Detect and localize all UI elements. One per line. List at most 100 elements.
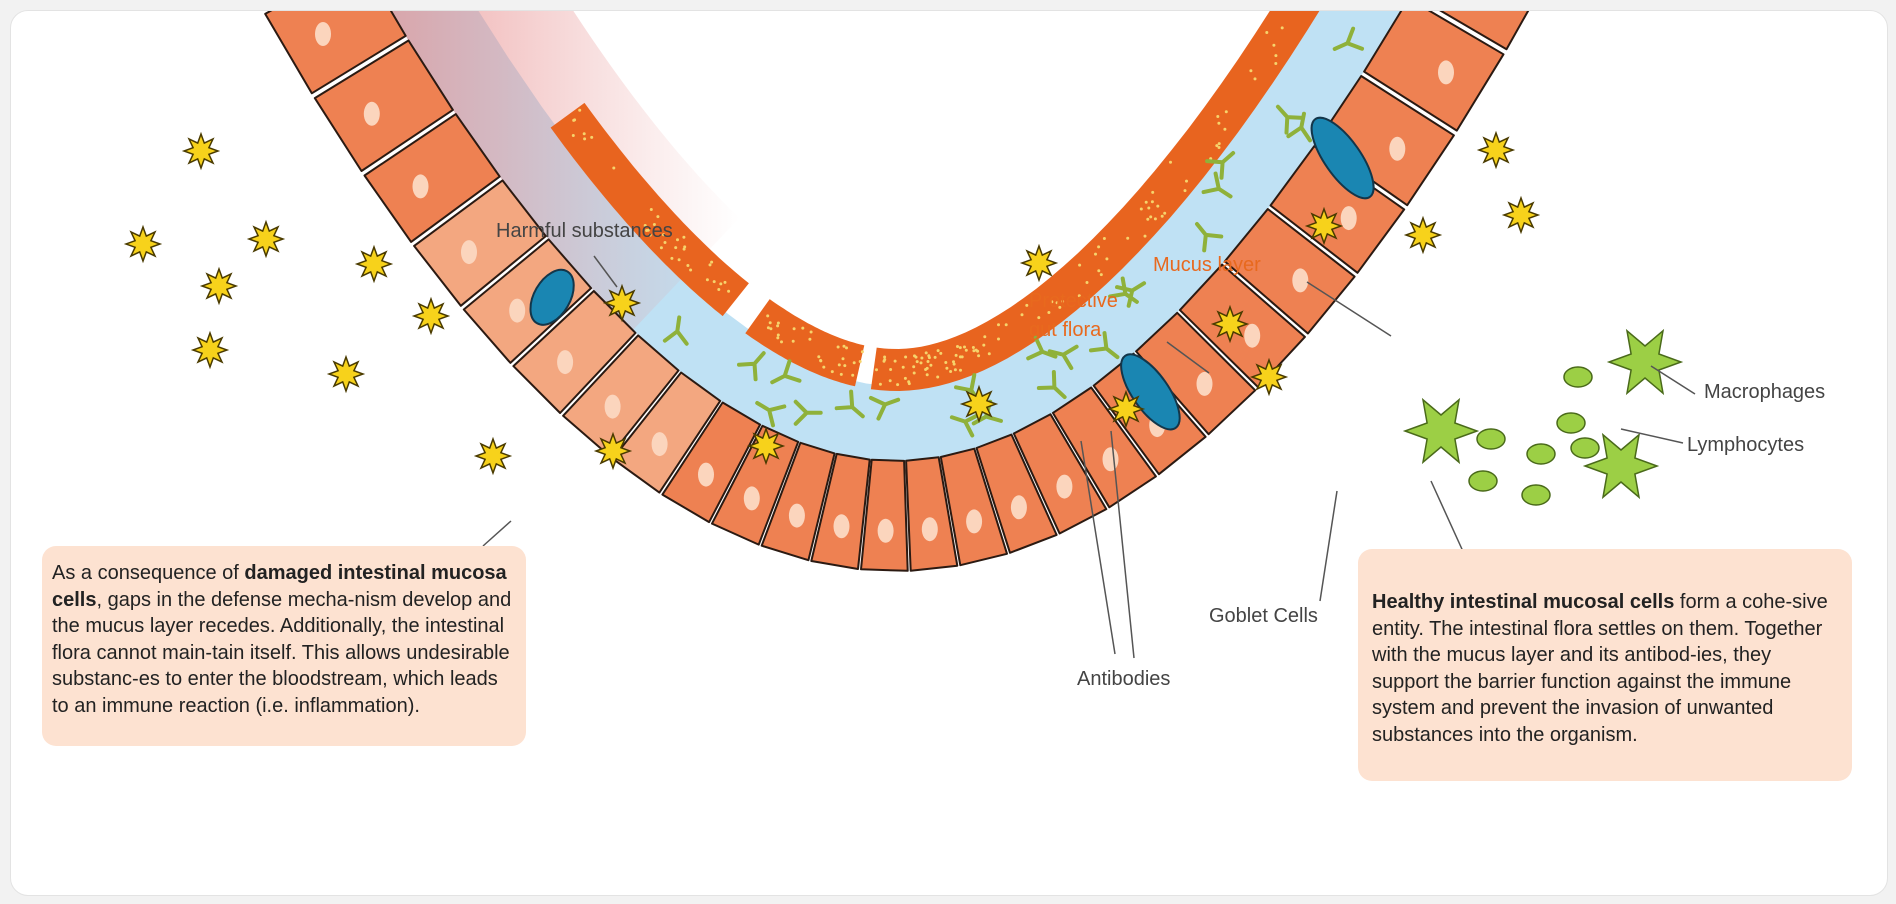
cell-nucleus xyxy=(1103,447,1119,471)
flora-dot xyxy=(954,368,957,371)
flora-dot xyxy=(1005,323,1008,326)
flora-dot xyxy=(590,136,593,139)
flora-dot xyxy=(1078,264,1081,267)
flora-dot xyxy=(956,345,959,348)
flora-dot xyxy=(1254,77,1257,80)
flora-dot xyxy=(719,282,722,285)
flora-dot xyxy=(780,340,783,343)
diagram-card: Harmful substances Mucus layer Protectiv… xyxy=(10,10,1888,896)
flora-dot xyxy=(997,323,1000,326)
flora-dot xyxy=(838,363,841,366)
flora-dot xyxy=(656,215,659,218)
flora-dot xyxy=(896,383,899,386)
harmful-substance xyxy=(184,134,218,168)
lymphocyte xyxy=(1477,429,1505,449)
harmful-substance xyxy=(126,227,160,261)
flora-dot xyxy=(678,258,681,261)
flora-dot xyxy=(977,354,980,357)
flora-dot xyxy=(810,331,813,334)
flora-dot xyxy=(883,360,886,363)
immune-cells xyxy=(1405,331,1681,505)
flora-dot xyxy=(1149,215,1152,218)
flora-dot xyxy=(916,360,919,363)
flora-dot xyxy=(902,366,905,369)
flora-dot xyxy=(883,356,886,359)
flora-dot xyxy=(982,344,985,347)
label-harmful-substances: Harmful substances xyxy=(496,220,673,243)
flora-dot xyxy=(920,357,923,360)
flora-dot xyxy=(808,338,811,341)
harmful-substance xyxy=(476,439,510,473)
harmful-substance xyxy=(1479,133,1513,167)
cell-nucleus xyxy=(1056,475,1072,499)
flora-dot xyxy=(1163,212,1166,215)
flora-dot xyxy=(1154,217,1157,220)
flora-dot xyxy=(963,346,966,349)
cell-nucleus xyxy=(1292,268,1308,292)
harmful-substance xyxy=(1504,198,1538,232)
flora-dot xyxy=(1147,207,1150,210)
flora-dot xyxy=(924,368,927,371)
flora-dot xyxy=(1265,31,1268,34)
callout-text-body: , gaps in the defense mecha-nism develop… xyxy=(52,589,511,717)
flora-dot xyxy=(904,356,907,359)
label-goblet-cells: Goblet Cells xyxy=(1209,605,1318,628)
harmful-substance xyxy=(202,269,236,303)
flora-dot xyxy=(1156,205,1159,208)
flora-dot xyxy=(713,280,716,283)
flora-dot xyxy=(710,261,713,264)
cell-nucleus xyxy=(557,350,573,374)
flora-dot xyxy=(831,370,834,373)
harmful-substance xyxy=(1406,218,1440,252)
flora-dot xyxy=(1225,110,1228,113)
harmful-substance xyxy=(962,387,996,421)
flora-dot xyxy=(1097,269,1100,272)
cell-nucleus xyxy=(834,514,850,538)
cell-nucleus xyxy=(1389,137,1405,161)
flora-dot xyxy=(1249,69,1252,72)
flora-dot xyxy=(766,314,769,317)
flora-dot xyxy=(912,365,915,368)
flora-dot xyxy=(972,346,975,349)
cell-nucleus xyxy=(1341,206,1357,230)
macrophage xyxy=(1405,400,1477,462)
leader-line xyxy=(1431,481,1466,558)
flora-dot xyxy=(945,367,948,370)
flora-dot xyxy=(952,360,955,363)
leader-line xyxy=(483,521,511,546)
harmful-substance xyxy=(414,299,448,333)
cell-nucleus xyxy=(461,240,477,264)
flora-dot xyxy=(724,281,727,284)
label-macrophages: Macrophages xyxy=(1704,381,1825,404)
cell-nucleus xyxy=(1011,495,1027,519)
cell-nucleus xyxy=(1244,324,1260,348)
flora-dot xyxy=(578,109,581,112)
flora-dot xyxy=(961,355,964,358)
flora-dot xyxy=(929,364,932,367)
flora-dot xyxy=(939,352,942,355)
leader-line xyxy=(1320,491,1337,601)
cell-nucleus xyxy=(605,395,621,419)
callout-text-bold: Healthy intestinal mucosal cells xyxy=(1372,591,1674,613)
flora-dot xyxy=(689,269,692,272)
flora-dot xyxy=(583,132,586,135)
flora-dot xyxy=(879,383,882,386)
flora-dot xyxy=(1103,237,1106,240)
flora-dot xyxy=(959,346,962,349)
flora-dot xyxy=(840,373,843,376)
cell-nucleus xyxy=(315,22,331,46)
label-protective-flora-line1: Protective xyxy=(1029,287,1118,316)
lymphocyte xyxy=(1564,367,1592,387)
harmful-substance xyxy=(1022,246,1056,280)
flora-dot xyxy=(913,354,916,357)
flora-dot xyxy=(777,322,780,325)
flora-dot xyxy=(975,349,978,352)
cell-nucleus xyxy=(698,463,714,487)
harmful-substance xyxy=(329,357,363,391)
cell-nucleus xyxy=(652,432,668,456)
flora-dot xyxy=(842,357,845,360)
flora-dot xyxy=(1021,313,1024,316)
harmful-substance xyxy=(249,222,283,256)
flora-dot xyxy=(717,288,720,291)
flora-dot xyxy=(1151,191,1154,194)
